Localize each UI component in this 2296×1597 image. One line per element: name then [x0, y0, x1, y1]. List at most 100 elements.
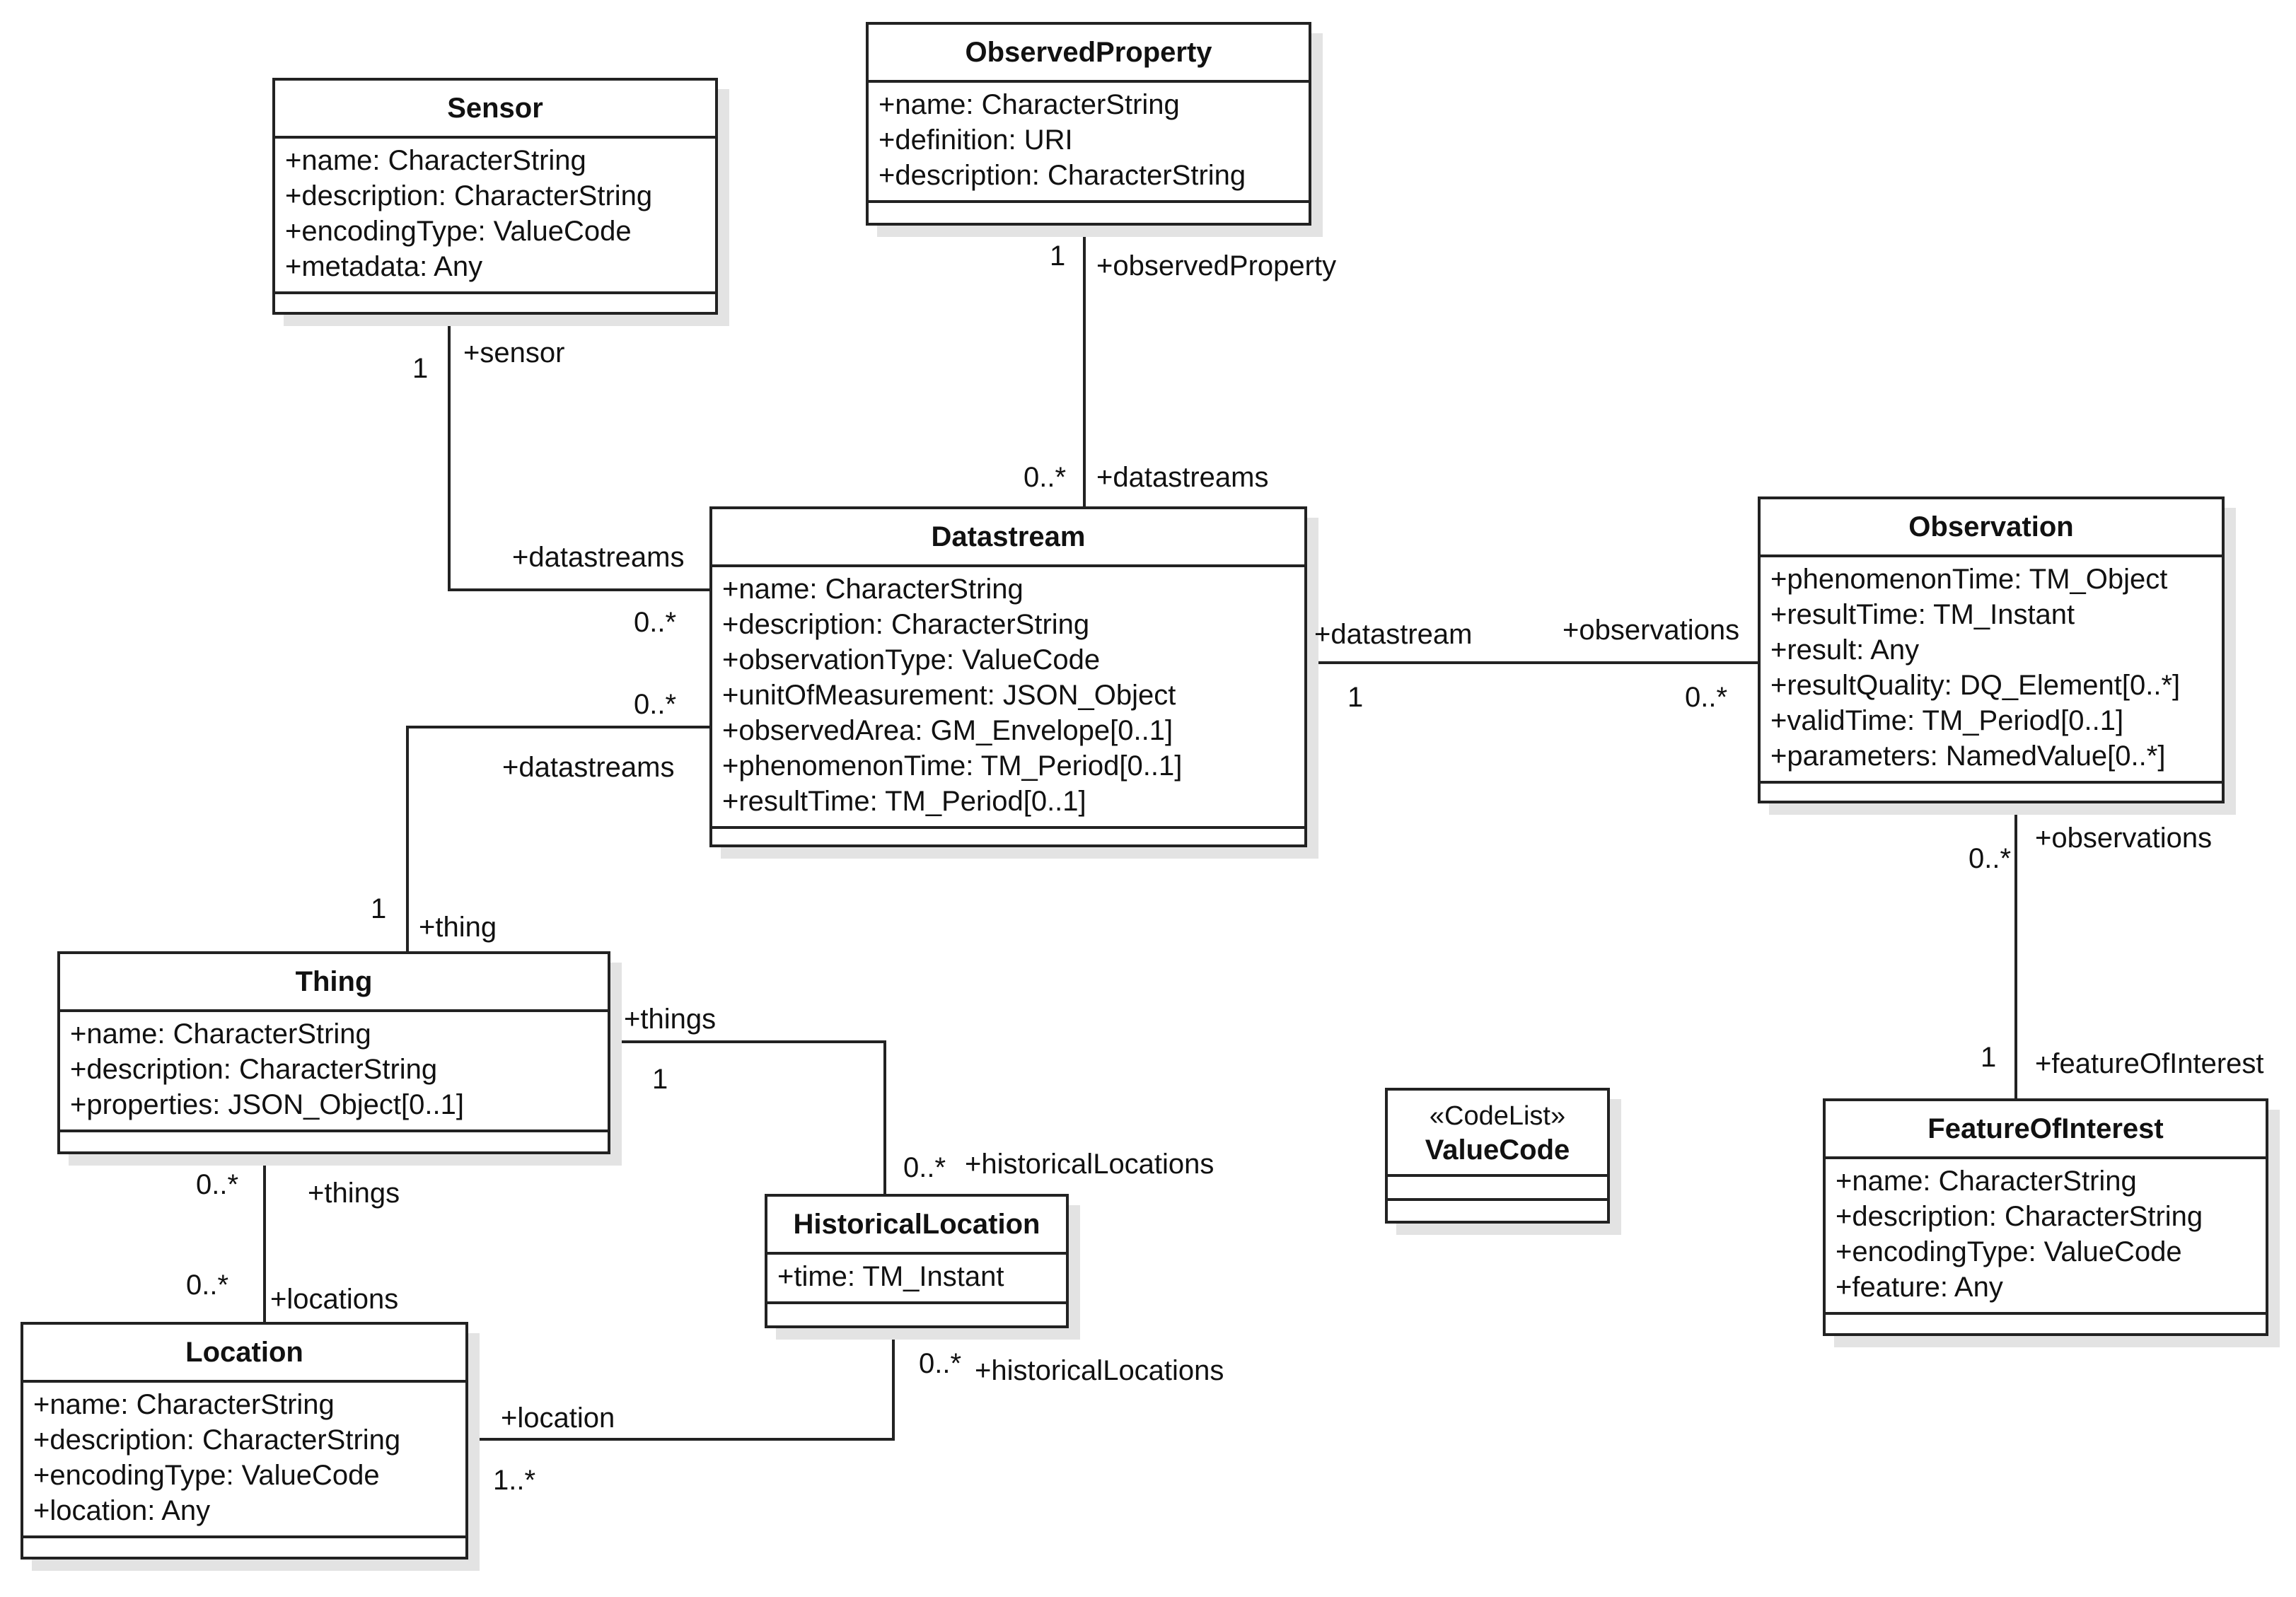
multiplicity-label: 0..*: [186, 1270, 229, 1301]
class-name: Thing: [60, 954, 608, 1012]
attribute: +feature: Any: [1836, 1272, 2003, 1303]
attribute: +description: CharacterString: [722, 609, 1090, 640]
operations-compartment: [275, 294, 715, 310]
multiplicity-label: 1..*: [493, 1465, 536, 1496]
multiplicity-label: 1: [371, 893, 387, 924]
class-name: Location: [23, 1325, 465, 1383]
attribute: +observationType: ValueCode: [722, 644, 1101, 675]
multiplicity-label: 0..*: [1024, 462, 1067, 493]
class-header: «CodeList» ValueCode: [1388, 1091, 1607, 1177]
operations-compartment: [23, 1538, 465, 1554]
multiplicity-label: 0..*: [634, 689, 677, 720]
class-value-code[interactable]: «CodeList» ValueCode: [1385, 1088, 1610, 1224]
class-name: HistoricalLocation: [767, 1197, 1066, 1255]
multiplicity-label: 0..*: [1685, 682, 1728, 713]
operations-compartment: [712, 829, 1304, 844]
stereotype-label: «CodeList»: [1429, 1101, 1566, 1131]
multiplicity-label: 1: [412, 353, 429, 384]
thing-datastream-line: [406, 726, 709, 951]
class-sensor[interactable]: Sensor +name: CharacterString +descripti…: [272, 78, 718, 315]
multiplicity-label: 0..*: [903, 1152, 946, 1183]
multiplicity-label: 1: [1347, 682, 1364, 713]
class-thing[interactable]: Thing +name: CharacterString +descriptio…: [57, 951, 610, 1154]
operations-compartment: [1826, 1315, 2266, 1330]
attribute: +name: CharacterString: [722, 574, 1024, 605]
attribute: +properties: JSON_Object[0..1]: [70, 1089, 464, 1120]
attribute-list: +name: CharacterString +description: Cha…: [1826, 1159, 2266, 1315]
attribute: +description: CharacterString: [33, 1424, 401, 1456]
role-label: +historicalLocations: [965, 1149, 1214, 1180]
attribute-list: +name: CharacterString +description: Cha…: [712, 567, 1304, 829]
attribute: +location: Any: [33, 1495, 211, 1526]
class-name: ObservedProperty: [869, 25, 1309, 83]
attribute: +name: CharacterString: [33, 1389, 335, 1420]
attribute: +observedArea: GM_Envelope[0..1]: [722, 715, 1173, 746]
multiplicity-label: 1: [1050, 240, 1066, 272]
attribute: +description: CharacterString: [285, 180, 653, 211]
attribute: +description: CharacterString: [879, 160, 1246, 191]
class-name: FeatureOfInterest: [1826, 1101, 2266, 1159]
role-label: +observations: [2035, 823, 2213, 854]
multiplicity-label: 0..*: [919, 1348, 962, 1379]
attribute: +name: CharacterString: [70, 1018, 371, 1050]
multiplicity-label: 1: [652, 1064, 668, 1095]
class-name: Sensor: [275, 81, 715, 139]
role-label: +thing: [419, 912, 497, 943]
operations-compartment: [767, 1304, 1066, 1320]
attribute: +name: CharacterString: [1836, 1166, 2137, 1197]
attribute: +time: TM_Instant: [777, 1261, 1004, 1292]
role-label: +datastreams: [502, 752, 675, 783]
class-feature-of-interest[interactable]: FeatureOfInterest +name: CharacterString…: [1823, 1098, 2268, 1336]
class-observed-property[interactable]: ObservedProperty +name: CharacterString …: [866, 22, 1311, 226]
attribute: +phenomenonTime: TM_Object: [1770, 564, 2168, 595]
attribute: +name: CharacterString: [285, 145, 586, 176]
sensor-datastream-line: [448, 314, 709, 591]
role-label: +observedProperty: [1096, 250, 1337, 281]
role-label: +things: [308, 1178, 400, 1209]
role-label: +things: [624, 1004, 717, 1035]
role-label: +featureOfInterest: [2035, 1048, 2264, 1079]
class-observation[interactable]: Observation +phenomenonTime: TM_Object +…: [1758, 496, 2225, 803]
thing-historical-location-line: [608, 1040, 886, 1194]
attribute: +unitOfMeasurement: JSON_Object: [722, 680, 1176, 711]
class-name: Datastream: [712, 509, 1304, 567]
multiplicity-label: 1: [1981, 1042, 1997, 1073]
role-label: +datastream: [1314, 619, 1473, 650]
location-historical-location-line: [465, 1320, 895, 1441]
role-label: +locations: [270, 1284, 399, 1315]
multiplicity-label: 0..*: [634, 607, 677, 638]
class-location[interactable]: Location +name: CharacterString +descrip…: [21, 1322, 468, 1560]
role-label: +location: [501, 1403, 615, 1434]
attribute: +description: CharacterString: [70, 1054, 438, 1085]
attribute: +encodingType: ValueCode: [1836, 1236, 2182, 1267]
role-label: +datastreams: [1096, 462, 1269, 493]
attribute-list: +time: TM_Instant: [767, 1255, 1066, 1304]
role-label: +datastreams: [512, 542, 685, 573]
role-label: +sensor: [463, 337, 565, 368]
role-label: +observations: [1562, 615, 1740, 646]
class-name: Observation: [1761, 499, 2222, 557]
class-datastream[interactable]: Datastream +name: CharacterString +descr…: [709, 506, 1307, 847]
attribute: +result: Any: [1770, 634, 1920, 666]
attribute: +encodingType: ValueCode: [285, 216, 632, 247]
class-name: ValueCode: [1425, 1134, 1570, 1166]
attribute-list: +name: CharacterString +description: Cha…: [275, 139, 715, 294]
attribute: +description: CharacterString: [1836, 1201, 2203, 1232]
attribute: +definition: URI: [879, 124, 1073, 156]
attribute: +resultTime: TM_Period[0..1]: [722, 786, 1086, 817]
attribute: +resultQuality: DQ_Element[0..*]: [1770, 670, 2181, 701]
operations-compartment: [60, 1132, 608, 1148]
attribute-list: +name: CharacterString +definition: URI …: [869, 83, 1309, 203]
operations-compartment: [869, 203, 1309, 219]
attribute: +parameters: NamedValue[0..*]: [1770, 741, 2166, 772]
multiplicity-label: 0..*: [196, 1169, 239, 1200]
attribute-list: [1388, 1177, 1607, 1201]
attribute-list: +phenomenonTime: TM_Object +resultTime: …: [1761, 557, 2222, 784]
attribute-list: +name: CharacterString +description: Cha…: [23, 1383, 465, 1538]
class-historical-location[interactable]: HistoricalLocation +time: TM_Instant: [765, 1194, 1069, 1328]
attribute: +phenomenonTime: TM_Period[0..1]: [722, 750, 1183, 782]
attribute: +resultTime: TM_Instant: [1770, 599, 2075, 630]
attribute: +encodingType: ValueCode: [33, 1460, 380, 1491]
